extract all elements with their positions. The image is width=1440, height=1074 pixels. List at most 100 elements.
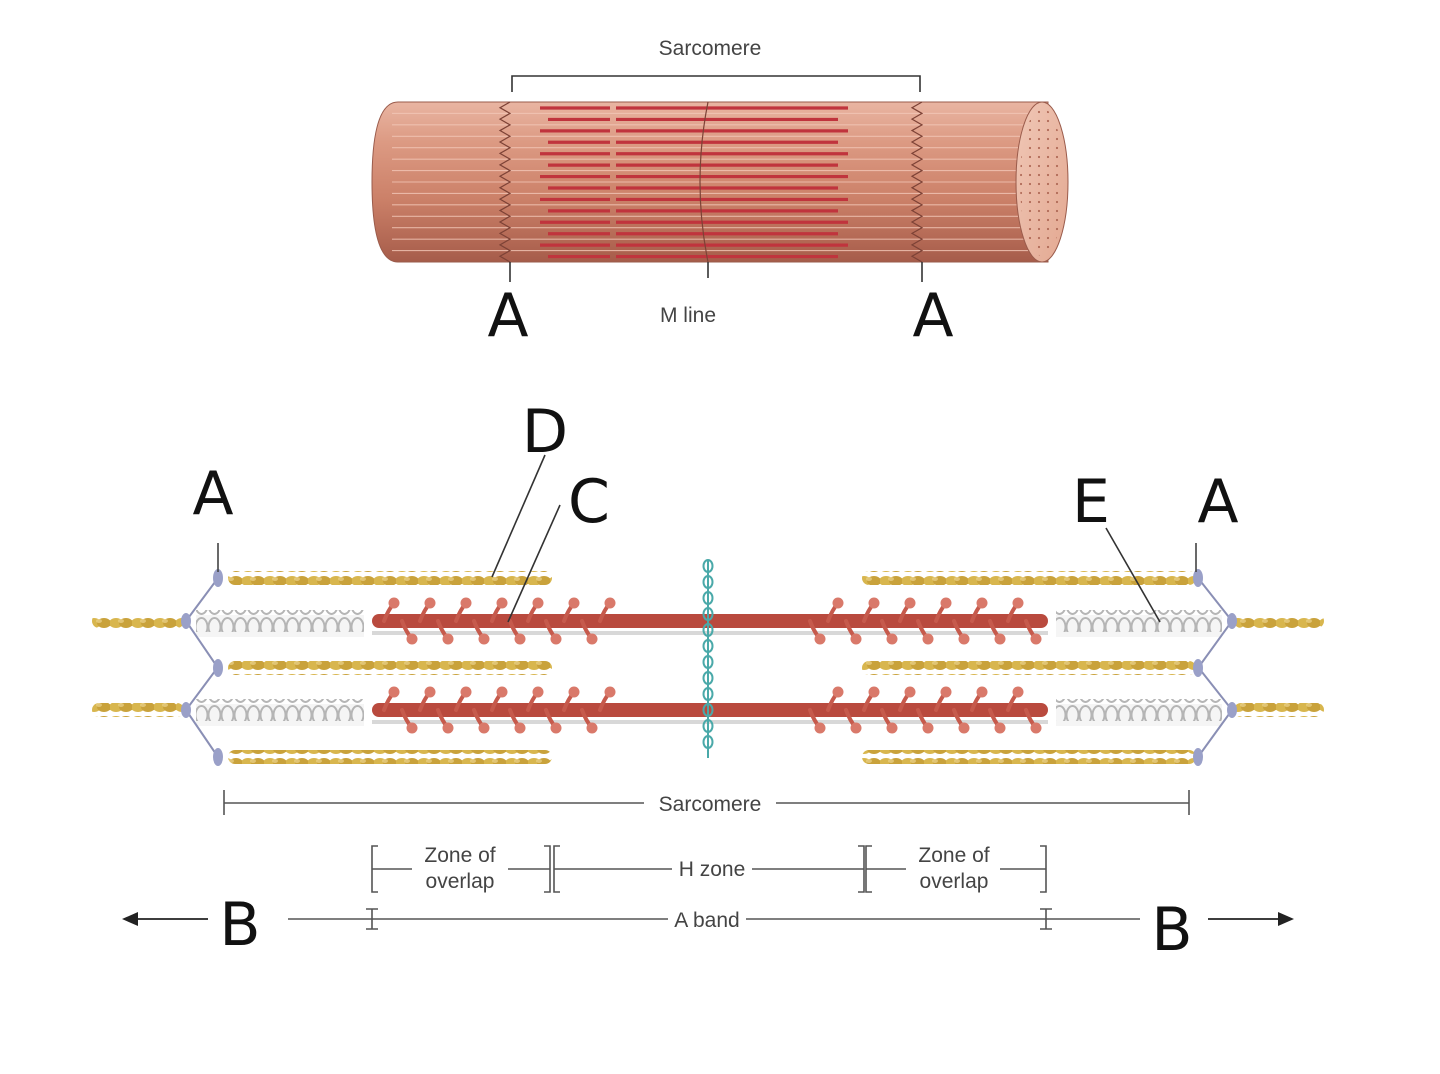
myosin-head-tip (832, 597, 844, 609)
myosin-head-tip (460, 597, 472, 609)
myosin-head-tip (976, 686, 988, 698)
z-line-left (498, 101, 512, 263)
z-connector (1197, 666, 1233, 758)
z-disc-node (213, 748, 223, 766)
myosin-head-tip (832, 686, 844, 698)
letter-c: C (568, 467, 610, 537)
myosin-head-tip (976, 597, 988, 609)
zones-dimension: Zone of overlap H zone Zone of overlap (371, 844, 1047, 893)
zone-overlap-right-line2: overlap (920, 870, 989, 893)
z-disc-node (181, 702, 191, 718)
m-line-label: M line (660, 304, 716, 327)
thick-filament-shadow (372, 720, 1048, 724)
thin-filament (228, 750, 552, 764)
myosin-head-tip (604, 597, 616, 609)
myofibril-cylinder: Sarcomere A M line A (371, 37, 1069, 351)
zone-overlap-right-line1: Zone of (918, 844, 989, 867)
m-line-link (702, 655, 714, 669)
m-line-link (702, 719, 714, 733)
zone-overlap-left-line1: Zone of (424, 844, 495, 867)
myosin-head-tip (814, 633, 826, 645)
myofilament-lines (392, 112, 1032, 252)
letter-d: D (522, 397, 568, 467)
myosin-head-tip (886, 722, 898, 734)
leader-e (1105, 527, 1161, 623)
myosin-head-tip (514, 722, 526, 734)
thin-filament (862, 571, 1196, 585)
myosin-head-tip (904, 597, 916, 609)
sarcomere-label: Sarcomere (659, 793, 762, 816)
myosin-head-tip (406, 722, 418, 734)
myosin-head-tip (922, 722, 934, 734)
z-disc-node (1193, 659, 1203, 677)
titin-coil (1056, 699, 1222, 721)
thick-filament-stripes (540, 106, 848, 259)
letter-a-right: A (1197, 467, 1238, 537)
myosin-head-tip (958, 633, 970, 645)
myosin-head-tip (1030, 633, 1042, 645)
m-line-link (702, 671, 714, 685)
m-line-chain (702, 559, 714, 758)
z-disc-node (1227, 613, 1237, 629)
myosin-head-tip (442, 633, 454, 645)
myosin-head-tip (940, 597, 952, 609)
arrow-left-head (122, 912, 138, 926)
m-line (699, 101, 709, 263)
myosin-head-tip (940, 686, 952, 698)
m-line-link (702, 639, 714, 653)
leader-c (507, 504, 561, 623)
myosin-head-tip (586, 722, 598, 734)
letter-a-left: A (192, 459, 233, 529)
titin-coil (196, 610, 364, 632)
m-line-link (702, 735, 714, 749)
myosin-head-tip (388, 597, 400, 609)
myosin-head-tip (496, 686, 508, 698)
letter-b-left: B (219, 890, 260, 960)
thin-filament (1234, 703, 1324, 717)
myosin-head-tip (496, 597, 508, 609)
titin-coil (196, 699, 364, 721)
m-line-link (702, 703, 714, 717)
thick-filament (372, 614, 1048, 628)
myosin-head-tip (850, 722, 862, 734)
myosin-head-tip (868, 686, 880, 698)
myosin-head-tip (550, 633, 562, 645)
z-disc-node (213, 569, 223, 587)
myosin-head-tip (532, 597, 544, 609)
thick-filament-shadow (372, 631, 1048, 635)
myosin-head-tip (994, 633, 1006, 645)
top-sarcomere-label: Sarcomere (659, 37, 762, 60)
myosin-head-tip (532, 686, 544, 698)
myosin-head-tip (868, 597, 880, 609)
z-disc-node (213, 659, 223, 677)
a-band-dimension: B A band B (122, 890, 1294, 965)
letter-b-right: B (1151, 895, 1192, 965)
myosin-head-tip (460, 686, 472, 698)
z-disc-node (1227, 702, 1237, 718)
m-line-link (702, 623, 714, 637)
m-line-link (702, 559, 714, 573)
titin-coil (1056, 610, 1222, 632)
myosin-head-tip (1030, 722, 1042, 734)
top-letter-a-left: A (487, 281, 528, 351)
thin-filament (1234, 614, 1324, 628)
z-connector (1197, 577, 1233, 669)
a-band-label: A band (674, 909, 739, 932)
myosin-head-tip (424, 686, 436, 698)
myosin-head-tip (886, 633, 898, 645)
thin-filament (862, 661, 1196, 675)
myosin-head-tip (604, 686, 616, 698)
thin-filament (228, 661, 552, 675)
zone-overlap-left-line2: overlap (426, 870, 495, 893)
z-line-right (910, 101, 924, 263)
myosin-head-tip (406, 633, 418, 645)
sarcomere-dimension: Sarcomere (223, 790, 1190, 816)
m-line-link (702, 607, 714, 621)
myosin-head-tip (850, 633, 862, 645)
top-sarcomere-bracket (511, 75, 921, 92)
m-line-link (702, 687, 714, 701)
end-cap-dots (1020, 108, 1064, 256)
z-discs (181, 569, 1237, 766)
myosin-head-tip (586, 633, 598, 645)
